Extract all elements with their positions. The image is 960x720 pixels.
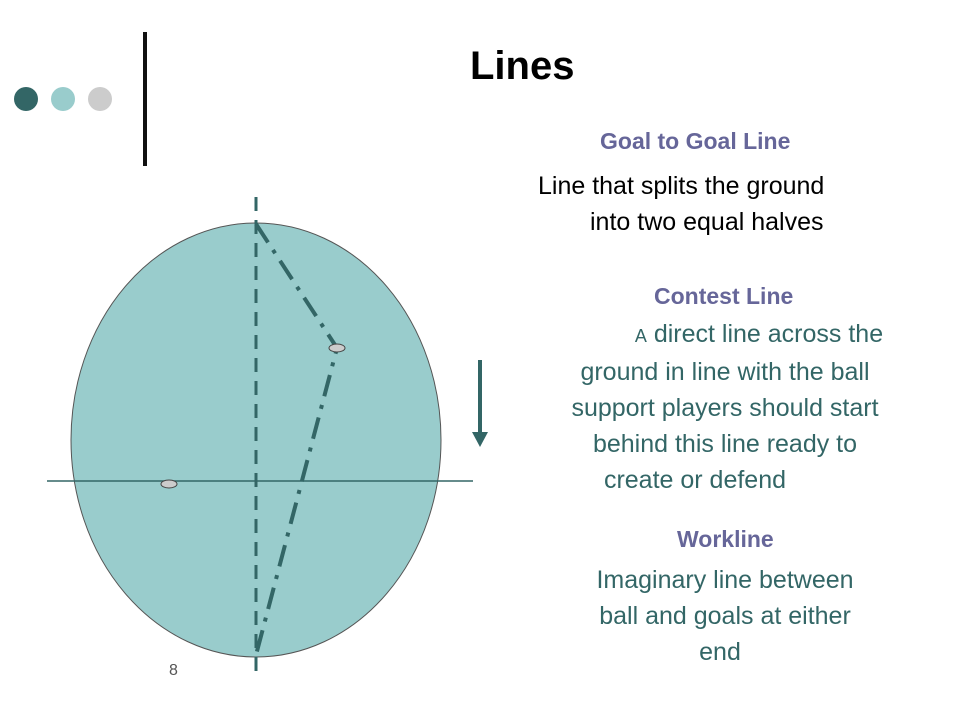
ball-marker-top	[328, 343, 346, 353]
contest-line-5: create or defend	[603, 466, 787, 494]
dot-dark	[14, 87, 38, 111]
goal-to-goal-description: Line that splits the ground into two equ…	[510, 168, 960, 240]
goal-to-goal-line-2: into two equal halves	[590, 208, 824, 236]
contest-heading: Contest Line	[654, 283, 794, 309]
decorative-dots	[14, 87, 112, 111]
ball-marker-left	[160, 479, 178, 489]
slide-title: Lines	[470, 44, 575, 88]
contest-line-2: ground in line with the ball	[580, 358, 870, 386]
contest-line-1: A direct line across the	[515, 316, 935, 354]
contest-line-4: behind this line ready to	[592, 430, 858, 458]
contest-prefix: A	[634, 326, 647, 346]
contest-line-3: support players should start	[571, 394, 879, 422]
title-divider-bar	[143, 32, 147, 166]
workline-description: Imaginary line between ball and goals at…	[540, 562, 910, 670]
dot-grey	[88, 87, 112, 111]
workline-line-3: end	[699, 638, 741, 666]
dot-teal	[51, 87, 75, 111]
goal-to-goal-heading: Goal to Goal Line	[600, 128, 791, 154]
arrow-down-icon	[472, 360, 488, 447]
contest-text-1: direct line across the	[646, 320, 884, 348]
workline-line-1: Imaginary line between	[596, 566, 854, 594]
workline-heading: Workline	[677, 526, 774, 552]
goal-to-goal-line-1: Line that splits the ground	[538, 172, 825, 200]
slide-number: 8	[169, 662, 178, 679]
workline-line-2: ball and goals at either	[599, 602, 851, 630]
contest-description: A direct line across the ground in line …	[515, 316, 935, 498]
